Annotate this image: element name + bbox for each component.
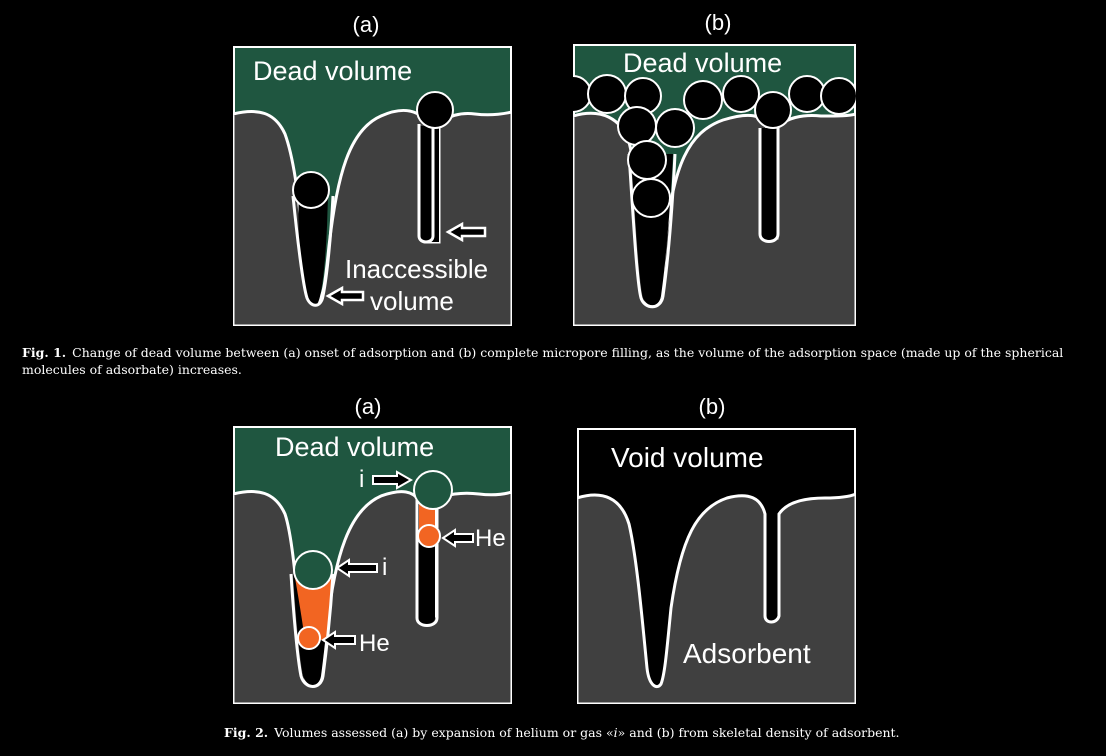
fig1-caption-label: Fig. 1. bbox=[22, 345, 67, 360]
fig2-panel-b: Void volume Adsorbent bbox=[577, 428, 856, 704]
gas-i-label-top: i bbox=[359, 466, 365, 493]
arrow-left-icon bbox=[321, 630, 356, 650]
adsorbate-molecule bbox=[683, 80, 723, 120]
fig1-panel-b-drawing bbox=[573, 44, 856, 326]
inaccessible-volume-label: volume bbox=[370, 286, 454, 316]
adsorbate-molecule bbox=[655, 108, 695, 148]
helium-atom bbox=[417, 524, 441, 548]
adsorbate-molecule bbox=[820, 77, 856, 115]
fig2-caption-italic: i bbox=[613, 725, 618, 740]
dead-volume-label: Dead volume bbox=[275, 432, 435, 462]
fig2-panel-a-drawing bbox=[233, 426, 512, 704]
adsorbate-molecule bbox=[627, 140, 667, 180]
fig1-panel-a-label: (a) bbox=[352, 12, 380, 37]
adsorbate-molecule bbox=[617, 106, 657, 146]
arrow-right-icon bbox=[372, 470, 414, 490]
fig2-panel-a: Dead volume i i He He bbox=[233, 426, 512, 704]
fig1-panel-b-label: (b) bbox=[704, 10, 732, 35]
helium-label-bottom: He bbox=[359, 630, 390, 657]
adsorbate-gas-molecule bbox=[413, 470, 453, 510]
helium-volume bbox=[295, 578, 333, 640]
fig2-caption-text-after: » and (b) from skeletal density of adsor… bbox=[617, 725, 900, 740]
fig2-panel-b-label: (b) bbox=[698, 394, 726, 419]
adsorbent-surface bbox=[577, 492, 856, 704]
fig1-caption: Fig. 1.Change of dead volume between (a)… bbox=[22, 344, 1082, 378]
dead-volume-label: Dead volume bbox=[623, 48, 783, 78]
adsorbent-surface bbox=[573, 111, 856, 326]
adsorbate-molecules bbox=[573, 74, 856, 218]
inaccessible-pore-narrow bbox=[420, 126, 439, 243]
fig2-caption-text-before: Volumes assessed (a) by expansion of hel… bbox=[274, 725, 614, 740]
adsorbate-molecule bbox=[416, 91, 454, 129]
arrow-left-icon bbox=[441, 528, 474, 548]
fig1-caption-text: Change of dead volume between (a) onset … bbox=[22, 345, 1064, 377]
gas-i-label: i bbox=[382, 554, 388, 581]
fig2-caption: Fig. 2. Volumes assessed (a) by expansion… bbox=[224, 724, 924, 741]
adsorbate-molecule bbox=[788, 75, 826, 113]
fig2-caption-label: Fig. 2. bbox=[224, 725, 269, 740]
adsorbent-label: Adsorbent bbox=[683, 638, 811, 669]
helium-atom bbox=[297, 626, 321, 650]
fig1-panel-a-drawing bbox=[233, 46, 512, 326]
fig1-panel-b: Dead volume bbox=[573, 44, 856, 326]
fig2-panel-b-drawing bbox=[577, 428, 856, 704]
arrow-left-icon bbox=[325, 285, 365, 307]
fig1-panel-a: Dead volume Inaccessible volume bbox=[233, 46, 512, 326]
inaccessible-pore-wide bbox=[298, 196, 328, 305]
filled-pore-narrow bbox=[761, 128, 777, 242]
adsorbate-molecule bbox=[754, 91, 792, 129]
void-volume-label: Void volume bbox=[611, 442, 764, 473]
arrow-left-icon bbox=[335, 558, 378, 578]
adsorbate-gas-molecule bbox=[293, 550, 333, 590]
adsorbate-molecule bbox=[631, 178, 671, 218]
adsorbate-molecule bbox=[587, 74, 627, 114]
adsorbent-surface bbox=[233, 490, 512, 704]
inaccessible-label: Inaccessible bbox=[345, 254, 489, 284]
fig2-panel-a-label: (a) bbox=[354, 394, 382, 419]
arrow-left-icon bbox=[445, 221, 487, 243]
adsorbate-molecule bbox=[722, 75, 760, 113]
adsorbate-molecule bbox=[292, 171, 330, 209]
dead-volume-label: Dead volume bbox=[253, 56, 413, 86]
helium-label-right: He bbox=[475, 525, 506, 552]
